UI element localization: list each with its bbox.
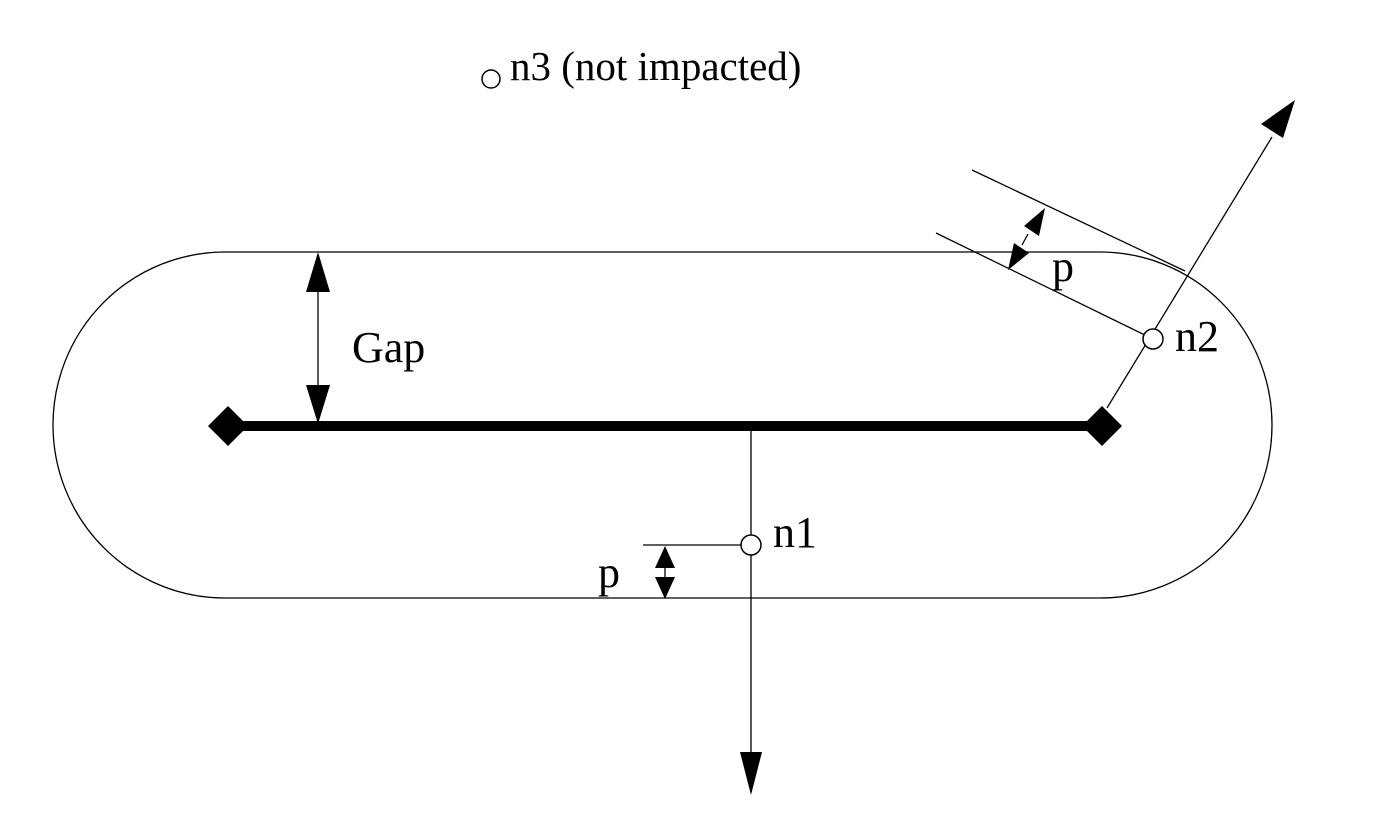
p-label-bottom: p [598, 548, 620, 597]
gap-label: Gap [352, 323, 425, 372]
node-n3 [481, 69, 501, 89]
n1-normal-arrow [740, 431, 762, 795]
n2-normal-arrow [1106, 100, 1295, 409]
node-n1 [740, 534, 762, 556]
node-n2 [1142, 328, 1164, 350]
n2-tangent-line-outer [971, 169, 1186, 272]
segment-end-left [208, 406, 248, 446]
gap-dimension-arrow [306, 252, 330, 424]
p-dimension-arrow-bottom [655, 546, 675, 599]
segment-end-right [1082, 406, 1122, 446]
n3-label: n3 (not impacted) [510, 43, 801, 89]
p-dimension-arrow-top [1008, 208, 1045, 270]
n2-label: n2 [1175, 312, 1219, 361]
n1-label: n1 [773, 508, 817, 557]
gap-zone-outline [52, 251, 1273, 599]
n2-tangent-line-inner [935, 232, 1154, 340]
p-label-top: p [1052, 242, 1074, 291]
